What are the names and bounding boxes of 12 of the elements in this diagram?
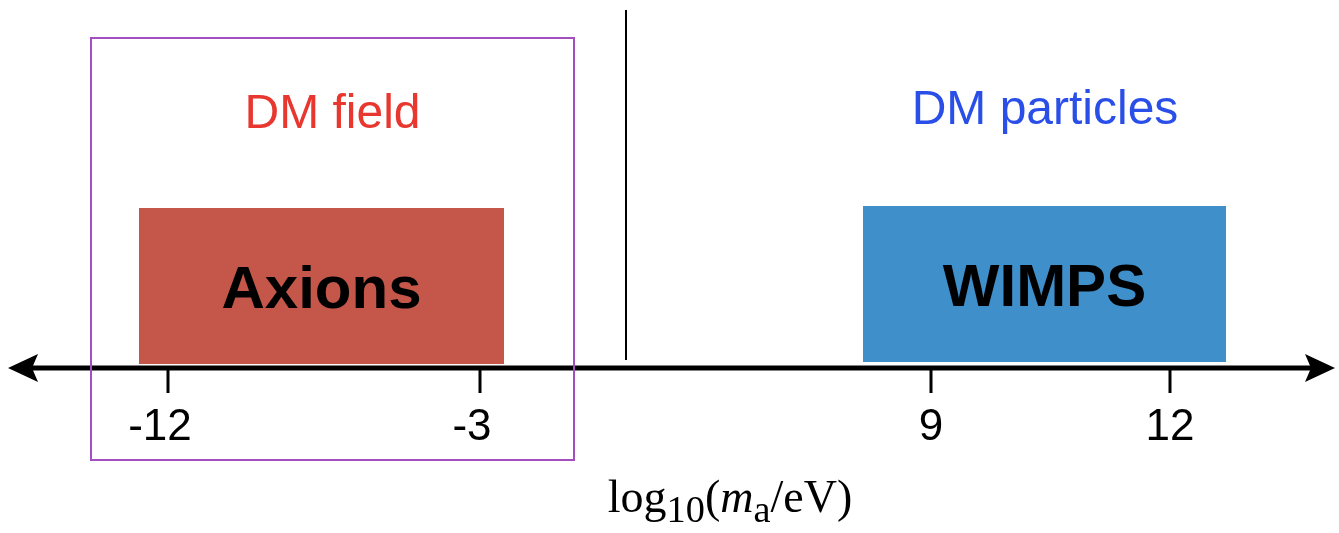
tick-label: 12 (1145, 400, 1195, 450)
tick-label: -3 (452, 400, 492, 450)
region-frame (90, 37, 575, 461)
axis-label: log$_{10}$(m$_{a}$/eV) (607, 470, 853, 532)
bar-label: Axions (221, 253, 422, 322)
tick-label: 9 (918, 400, 944, 450)
region-title: DM field (244, 84, 421, 139)
tick-label: -12 (128, 400, 192, 450)
region-title: DM particles (911, 80, 1179, 135)
bar-label: WIMPS (942, 251, 1147, 320)
range-bar (863, 206, 1226, 362)
range-bar (139, 208, 504, 364)
